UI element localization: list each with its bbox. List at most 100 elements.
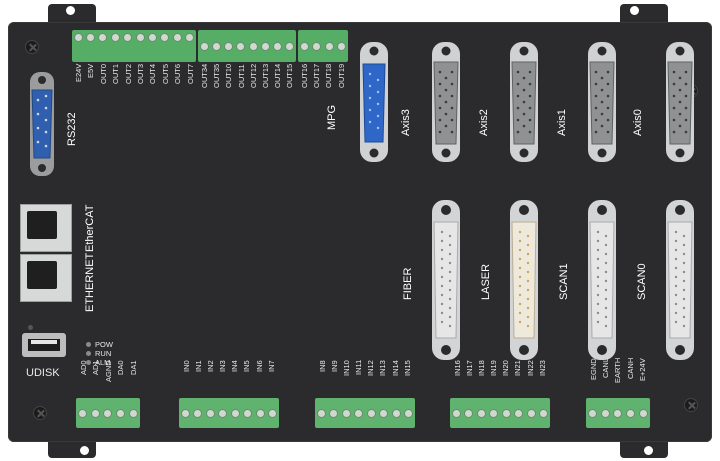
laser-label: LASER (480, 263, 492, 300)
scan0-label: SCAN0 (636, 263, 648, 300)
axis0-port[interactable] (584, 42, 620, 162)
terminal-block-can[interactable] (586, 398, 650, 428)
bottom-labels-in-a: IN0 IN1 IN2 IN3 IN4 IN5 IN6 IN7 (182, 360, 276, 372)
terminal-screw-icon (285, 41, 295, 51)
axis-extra-port[interactable] (662, 42, 698, 162)
ethernet-label: ETHERNET (84, 252, 96, 312)
terminal-screw-icon (600, 408, 610, 418)
alm-led (86, 360, 91, 365)
pow-led (86, 342, 91, 347)
status-led (28, 325, 33, 330)
terminal-screw-icon (476, 408, 486, 418)
led-indicators: POW RUN ALM (86, 340, 113, 367)
terminal-screw-icon (514, 408, 524, 418)
terminal-screw-icon (299, 41, 309, 51)
mpg-label: MPG (326, 104, 338, 130)
ethercat-label: EtherCAT (84, 204, 96, 252)
terminal-block-in-0-7[interactable] (179, 398, 279, 428)
terminal-block-top-3[interactable] (298, 30, 348, 62)
run-led (86, 351, 91, 356)
terminal-screw-icon (236, 41, 246, 51)
scan1-port[interactable] (584, 200, 620, 360)
screw-icon (684, 398, 698, 412)
terminal-screw-icon (180, 408, 190, 418)
terminal-screw-icon (205, 408, 215, 418)
terminal-screw-icon (268, 408, 278, 418)
terminal-screw-icon (366, 408, 376, 418)
terminal-screw-icon (539, 408, 549, 418)
terminal-screw-icon (260, 41, 270, 51)
bottom-labels-can: EGND CANL EARTH CANH E+24V (589, 358, 647, 384)
udisk-label: UDISK (26, 367, 60, 379)
terminal-screw-icon (526, 408, 536, 418)
terminal-screw-icon (316, 408, 326, 418)
terminal-screw-icon (337, 41, 347, 51)
bottom-labels-in-c: IN16 IN17 IN18 IN19 IN20 IN21 IN22 IN23 (453, 360, 547, 376)
terminal-screw-icon (391, 408, 401, 418)
axis3-port[interactable] (356, 42, 392, 162)
terminal-block-in-16-23[interactable] (450, 398, 550, 428)
terminal-screw-icon (90, 408, 100, 418)
terminal-screw-icon (639, 408, 649, 418)
terminal-screw-icon (116, 408, 126, 418)
terminal-screw-icon (341, 408, 351, 418)
fiber-port[interactable] (428, 200, 464, 360)
terminal-block-in-8-15[interactable] (315, 398, 415, 428)
terminal-screw-icon (123, 33, 133, 42)
bottom-labels-analog: AD0 AD1 AGND DA0 DA1 (79, 360, 138, 382)
terminal-screw-icon (501, 408, 511, 418)
rs232-label: RS232 (66, 112, 78, 146)
terminal-screw-icon (211, 41, 221, 51)
terminal-screw-icon (404, 408, 414, 418)
terminal-screw-icon (86, 33, 96, 42)
scan0-port[interactable] (662, 200, 698, 360)
axis3-label: Axis3 (400, 109, 412, 136)
top-terminal-labels-3: OUT16 OUT17 OUT18 OUT19 (300, 64, 346, 89)
terminal-screw-icon (185, 33, 195, 42)
mount-ear-top-left (48, 4, 96, 26)
screw-icon (25, 40, 39, 54)
terminal-screw-icon (148, 33, 158, 42)
fiber-label: FIBER (402, 267, 414, 300)
terminal-screw-icon (243, 408, 253, 418)
terminal-screw-icon (354, 408, 364, 418)
ethernet-port[interactable] (20, 254, 72, 302)
terminal-screw-icon (329, 408, 339, 418)
terminal-block-top-2[interactable] (198, 30, 296, 62)
axis2-label: Axis2 (478, 109, 490, 136)
terminal-screw-icon (489, 408, 499, 418)
terminal-screw-icon (626, 408, 636, 418)
axis2-port[interactable] (428, 42, 464, 162)
terminal-screw-icon (451, 408, 461, 418)
terminal-screw-icon (613, 408, 623, 418)
terminal-screw-icon (129, 408, 139, 418)
mount-hole (644, 446, 653, 455)
terminal-screw-icon (98, 33, 108, 42)
scan1-label: SCAN1 (558, 263, 570, 300)
terminal-screw-icon (199, 41, 209, 51)
terminal-screw-icon (103, 408, 113, 418)
terminal-screw-icon (312, 41, 322, 51)
terminal-screw-icon (379, 408, 389, 418)
ethercat-port[interactable] (20, 204, 72, 252)
mount-hole (66, 6, 75, 15)
mount-hole (80, 446, 89, 455)
axis1-port[interactable] (506, 42, 542, 162)
top-terminal-labels-2: OUT34 OUT35 OUT10 OUT11 OUT12 OUT13 OUT1… (200, 64, 295, 89)
terminal-screw-icon (324, 41, 334, 51)
terminal-screw-icon (464, 408, 474, 418)
terminal-screw-icon (248, 41, 258, 51)
terminal-screw-icon (193, 408, 203, 418)
mount-hole (630, 6, 639, 15)
terminal-screw-icon (224, 41, 234, 51)
laser-port[interactable] (506, 200, 542, 360)
terminal-screw-icon (135, 33, 145, 42)
terminal-screw-icon (230, 408, 240, 418)
rs232-port[interactable] (24, 72, 60, 176)
terminal-block-top-1[interactable] (72, 30, 196, 62)
bottom-labels-in-b: IN8 IN9 IN10 IN11 IN12 IN13 IN14 IN15 (318, 360, 412, 376)
terminal-screw-icon (218, 408, 228, 418)
udisk-port[interactable] (22, 333, 66, 357)
terminal-block-analog[interactable] (76, 398, 140, 428)
top-terminal-labels-1: E24V E5V OUT0 OUT1 OUT2 OUT3 OUT4 OUT5 O… (74, 64, 195, 85)
